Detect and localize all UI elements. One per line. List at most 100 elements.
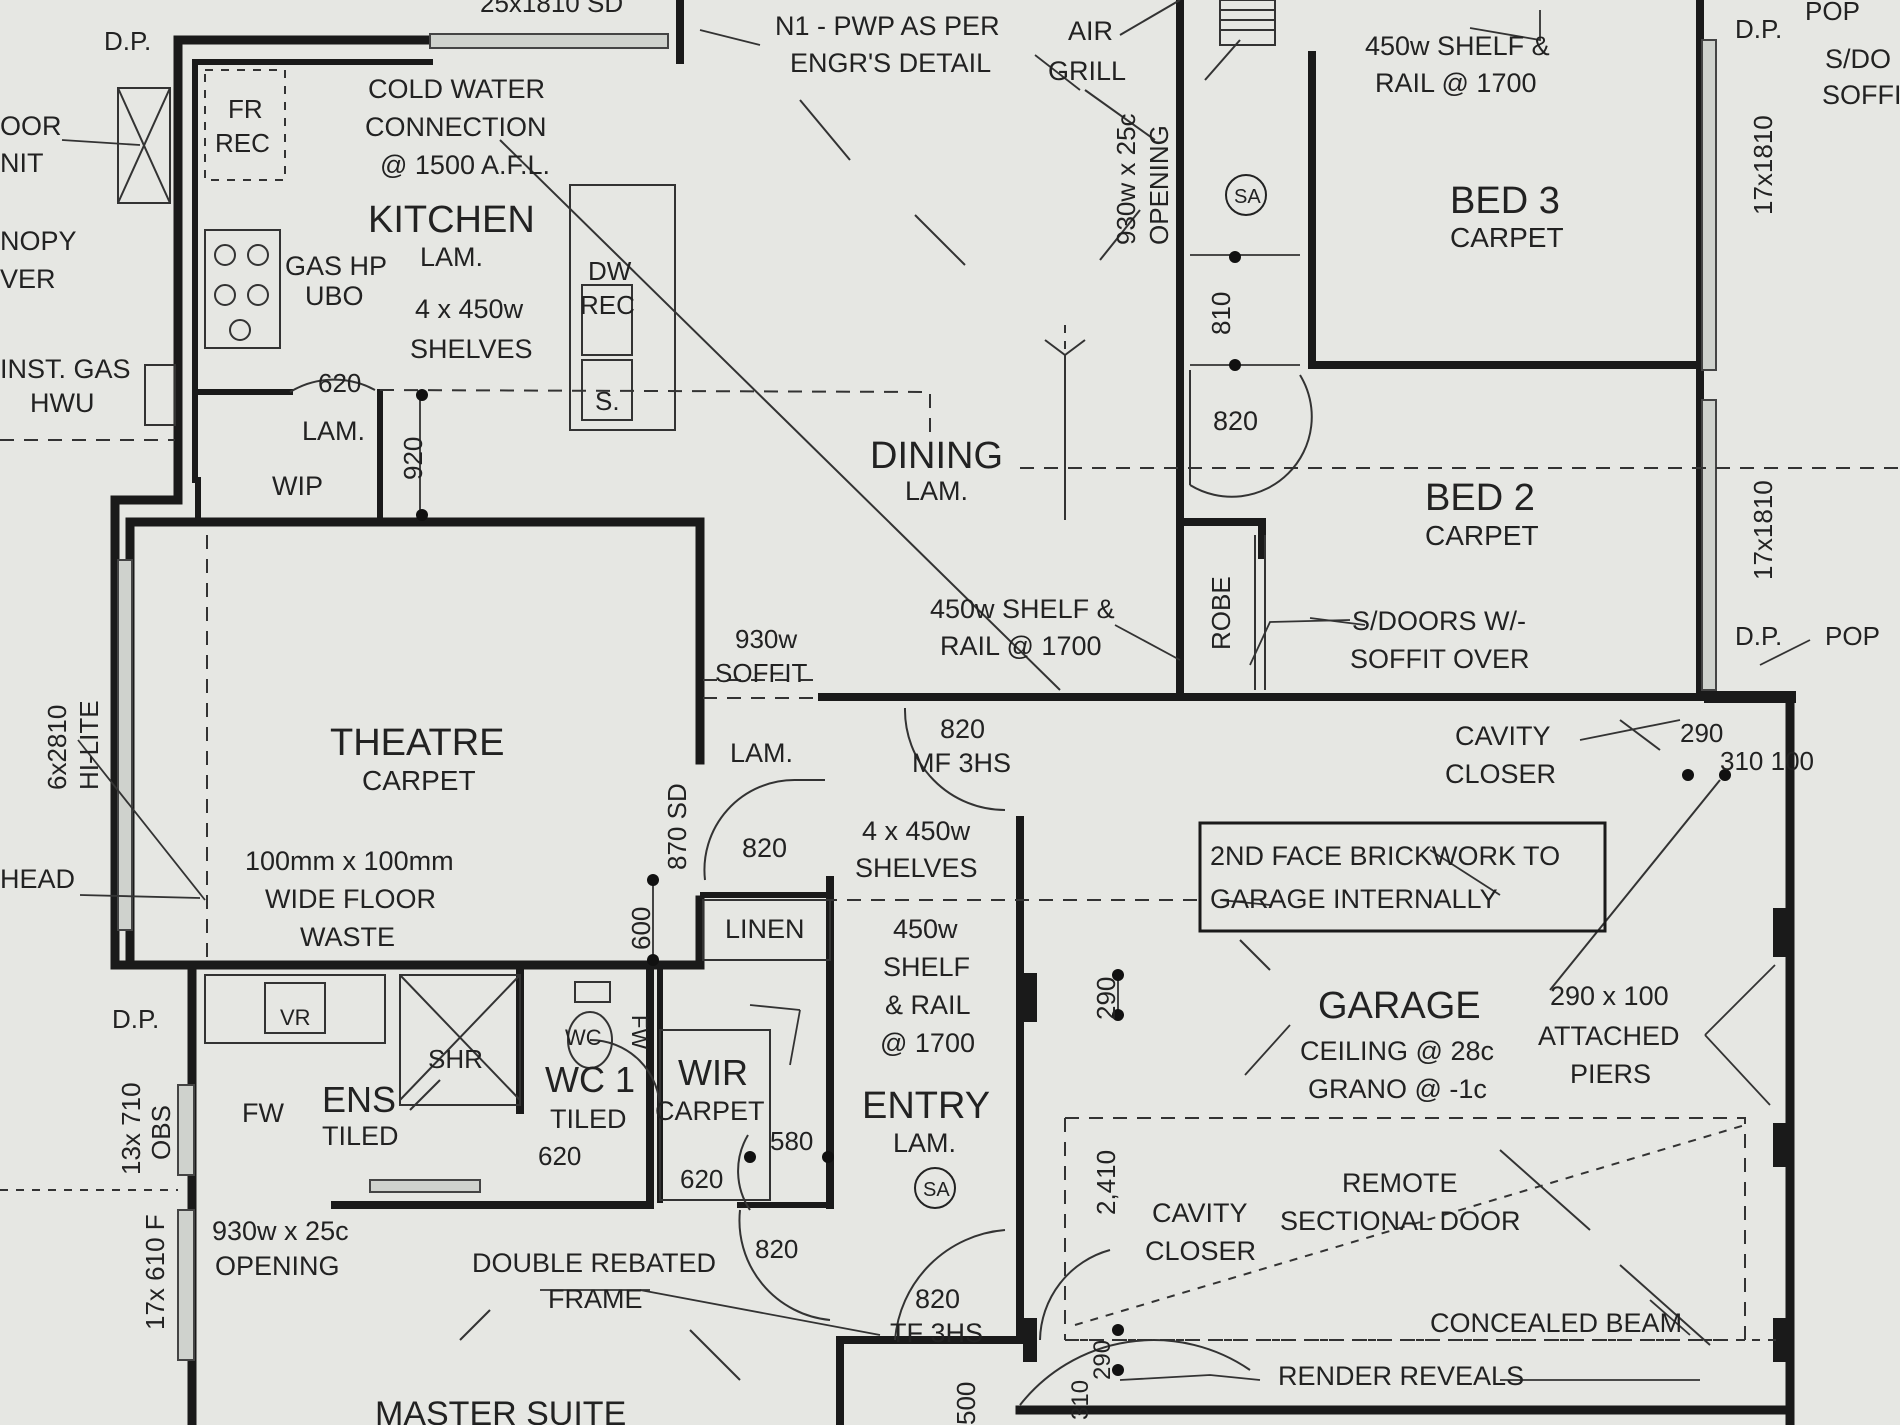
- room-dining-floor: LAM.: [905, 476, 968, 506]
- label-cavity-closer: CAVITY: [1455, 721, 1551, 751]
- room-theatre-floor: CARPET: [362, 765, 476, 796]
- label-window-bed3: 17x1810: [1748, 115, 1778, 215]
- label-dp: D.P.: [1735, 14, 1782, 44]
- room-wir: WIR: [678, 1052, 748, 1093]
- label-door-820: 820: [915, 1284, 960, 1314]
- label-hilite: 6x2810: [42, 705, 72, 790]
- label-outdoor-unit: NIT: [0, 148, 44, 178]
- label-air-grill: AIR: [1068, 16, 1113, 46]
- label-sa: SA: [1234, 186, 1261, 208]
- label-brickwork: 2ND FACE BRICKWORK TO: [1210, 841, 1560, 871]
- label-piers: PIERS: [1570, 1059, 1651, 1089]
- label-window-ens: OBS: [146, 1105, 176, 1160]
- label-dim-920: 920: [398, 437, 428, 480]
- label-shr: SHR: [428, 1044, 483, 1074]
- room-bed3: BED 3: [1450, 180, 1560, 222]
- fixtures: [117, 0, 1276, 1201]
- label-pop: POP: [1825, 621, 1880, 651]
- label-dw-rec: REC: [580, 290, 635, 320]
- room-entry: ENTRY: [862, 1085, 990, 1127]
- label-lam: LAM.: [730, 738, 793, 768]
- label-shelf-rail: 450w: [893, 914, 958, 944]
- label-cold-water: @ 1500 A.F.L.: [380, 150, 550, 180]
- label-shelves: SHELVES: [855, 853, 978, 883]
- label-sdoors: S/DOORS W/-: [1352, 606, 1526, 636]
- label-soffit: SOFFIT: [715, 658, 808, 688]
- label-n1: ENGR'S DETAIL: [790, 48, 991, 78]
- room-linen: LINEN: [725, 914, 805, 944]
- label-sd-870: 870 SD: [662, 783, 692, 870]
- label-dw-rec: DW: [588, 256, 632, 286]
- label-door-620: 620: [680, 1164, 723, 1194]
- label-shelf-rail: 450w SHELF &: [1365, 31, 1550, 61]
- label-fridge-recess: REC: [215, 128, 270, 158]
- room-dining: DINING: [870, 435, 1003, 477]
- label-cold-water: COLD WATER: [368, 74, 545, 104]
- label-door-620: 620: [318, 368, 361, 398]
- label-dp: D.P.: [1735, 621, 1782, 651]
- label-gas-hp: GAS HP: [285, 251, 387, 281]
- label-dim-310-100: 310 100: [1720, 746, 1814, 776]
- label-shelf-rail: @ 1700: [880, 1028, 975, 1058]
- label-window: 25x1810 SD: [480, 0, 623, 18]
- smoke-alarm-icon: [1225, 174, 1267, 216]
- label-soffit: 930w: [735, 624, 797, 654]
- windows: [117, 33, 1717, 1361]
- label-sink: S.: [595, 386, 620, 416]
- label-sectional-door: SECTIONAL DOOR: [1280, 1206, 1521, 1236]
- label-outdoor-unit: OOR: [0, 111, 62, 141]
- label-sdoors: SOFFI: [1822, 80, 1900, 110]
- label-dim-810: 810: [1206, 292, 1236, 335]
- label-window-master: 17x 610 F: [140, 1214, 170, 1330]
- leaders: [61, 10, 1811, 1381]
- label-brickwork: GARAGE INTERNALLY: [1210, 884, 1498, 914]
- label-inst-gas: INST. GAS: [0, 354, 131, 384]
- label-door-620: 620: [538, 1141, 581, 1171]
- room-wip: WIP: [272, 471, 323, 501]
- label-rebated-frame: FRAME: [548, 1284, 643, 1314]
- setout-lines: [459, 0, 1721, 1381]
- label-shelf-rail: RAIL @ 1700: [940, 631, 1102, 661]
- label-hilite: HI-LITE: [74, 700, 104, 790]
- label-garage-grano: GRANO @ -1c: [1308, 1074, 1487, 1104]
- label-cavity-closer: CLOSER: [1145, 1236, 1256, 1266]
- label-floor-waste: WIDE FLOOR: [265, 884, 436, 914]
- label-sdoors: S/DO: [1825, 44, 1891, 74]
- label-rebated-frame: DOUBLE REBATED: [472, 1248, 716, 1278]
- room-bed2-floor: CARPET: [1425, 520, 1539, 551]
- label-dim-580: 580: [770, 1126, 813, 1156]
- room-kitchen-floor: LAM.: [420, 242, 483, 272]
- label-cavity-closer: CAVITY: [1152, 1198, 1248, 1228]
- label-opening-930: OPENING: [1144, 125, 1174, 245]
- room-bed2: BED 2: [1425, 477, 1535, 519]
- label-dim-290: 290: [1089, 1340, 1116, 1380]
- room-ens-floor: TILED: [322, 1121, 399, 1151]
- label-opening-930: OPENING: [215, 1251, 340, 1281]
- label-dim-290: 290: [1680, 718, 1723, 748]
- label-piers: 290 x 100: [1550, 981, 1669, 1011]
- label-shelves: 4 x 450w: [415, 294, 524, 324]
- label-shelf-rail: RAIL @ 1700: [1375, 68, 1537, 98]
- room-wc1: WC 1: [545, 1059, 635, 1100]
- label-door-820: 820: [1213, 406, 1258, 436]
- label-garage-ceiling: CEILING @ 28c: [1300, 1036, 1494, 1066]
- label-mf-3hs: MF 3HS: [912, 748, 1011, 778]
- label-sectional-door: REMOTE: [1342, 1168, 1458, 1198]
- label-lam-wip: LAM.: [302, 416, 365, 446]
- label-shelves: 4 x 450w: [862, 816, 971, 846]
- label-shelf-rail: 450w SHELF &: [930, 594, 1115, 624]
- label-pop: POP: [1805, 0, 1860, 26]
- label-door-820: 820: [742, 833, 787, 863]
- smoke-alarm-icon: [914, 1167, 956, 1209]
- room-theatre: THEATRE: [330, 722, 505, 764]
- label-dim-2410: 2,410: [1091, 1150, 1121, 1215]
- room-ens: ENS: [322, 1079, 396, 1120]
- room-wir-floor: CARPET: [655, 1096, 765, 1126]
- label-head: HEAD: [0, 864, 75, 894]
- label-fw: FW: [627, 1015, 652, 1049]
- label-opening-930: 930w x 25c: [212, 1216, 349, 1246]
- label-cavity-closer: CLOSER: [1445, 759, 1556, 789]
- label-fridge-recess: FR: [228, 94, 263, 124]
